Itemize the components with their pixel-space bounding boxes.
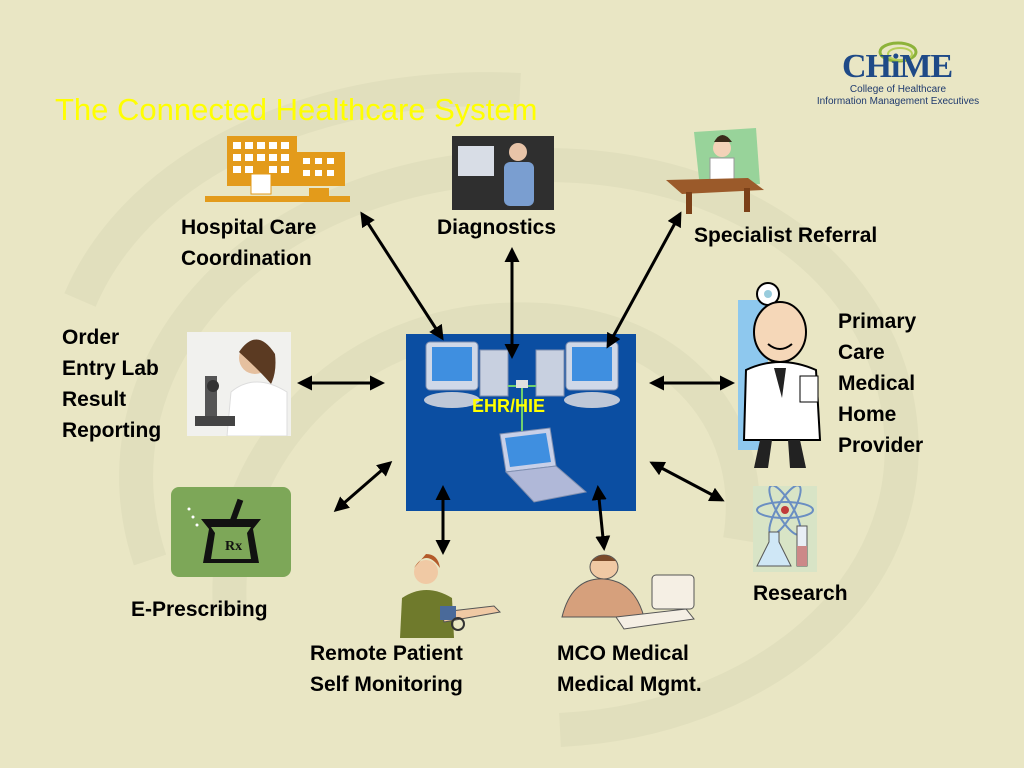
arrow-eprescribing xyxy=(333,461,393,512)
label-diagnostics: Diagnostics xyxy=(437,216,557,239)
lab-microscope-photo xyxy=(187,332,291,436)
specialist-desk-icon xyxy=(666,128,764,214)
label-eprescribing: E-Prescribing xyxy=(131,598,268,621)
logo-line-1: College of Healthcare xyxy=(849,84,947,95)
arrow-research xyxy=(649,461,725,502)
remote-patient-bp-icon xyxy=(400,554,502,638)
logo-swoosh xyxy=(878,41,918,63)
prescription-mortar-icon: Rx xyxy=(171,487,291,577)
doctor-cartoon-icon xyxy=(738,282,822,468)
label-hospital: Hospital Care Coordination xyxy=(181,216,317,270)
hospital-icon xyxy=(205,136,350,202)
label-pcmh: Primary Care Medical Home Provider xyxy=(838,310,924,457)
label-specialist: Specialist Referral xyxy=(694,224,878,247)
slide-title: The Connected Healthcare System xyxy=(55,92,538,127)
ehr-hie-hub xyxy=(406,334,636,511)
logo-wordmark: CHiME xyxy=(842,48,953,85)
logo-subtitle: College of Healthcare Information Manage… xyxy=(812,84,984,108)
xray-doctor-photo xyxy=(452,136,554,210)
arrow-hospital xyxy=(360,211,444,341)
label-research: Research xyxy=(753,582,848,605)
logo-line-2: Information Management Executives xyxy=(816,96,980,107)
research-flask-icon xyxy=(753,486,817,572)
mco-office-icon xyxy=(561,554,695,630)
arrow-mco xyxy=(591,485,611,551)
computer-network-icon xyxy=(424,341,620,503)
label-mco: MCO Medical Medical Mgmt. xyxy=(557,642,702,696)
label-remote-patient: Remote Patient Self Monitoring xyxy=(310,642,463,696)
arrow-specialist xyxy=(606,211,682,349)
hub-label: EHR/HIE xyxy=(472,396,546,416)
chime-logo: CHiME College of Healthcare Information … xyxy=(812,38,984,118)
label-order-entry: Order Entry Lab Result Reporting xyxy=(62,326,162,442)
svg-text:Rx: Rx xyxy=(225,539,242,554)
